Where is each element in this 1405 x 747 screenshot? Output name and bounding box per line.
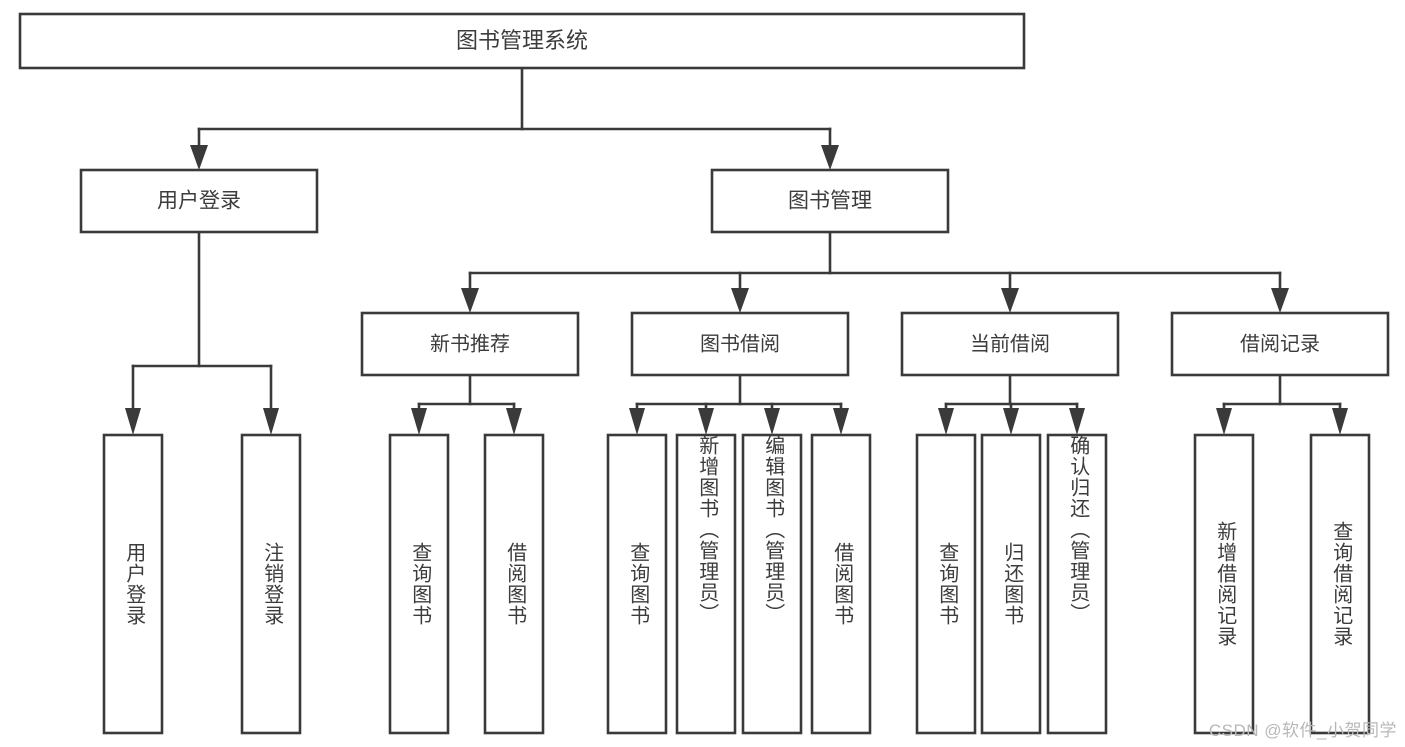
leaf-box-user-login-1[interactable] bbox=[102, 433, 164, 735]
leaf-box-book-borrow-2[interactable] bbox=[675, 433, 737, 735]
node-book-manage[interactable]: 图书管理 bbox=[710, 168, 950, 234]
node-book-borrow[interactable]: 图书借阅 bbox=[630, 311, 850, 377]
arrow-head-book-manage bbox=[821, 145, 839, 170]
leaf-box-current-borrow-2[interactable] bbox=[980, 433, 1042, 735]
leaf-box-book-borrow-3[interactable] bbox=[741, 433, 803, 735]
node-root-box[interactable] bbox=[18, 12, 1026, 70]
arrow-head-new-book bbox=[461, 288, 479, 313]
leaf-box-new-book-2[interactable] bbox=[483, 433, 545, 735]
connector-currentborrow-to-leaves bbox=[938, 373, 1085, 435]
connector-bookmanage-to-level3 bbox=[461, 230, 1289, 313]
leaf-box-book-borrow-4[interactable] bbox=[810, 433, 872, 735]
connector-newbook-to-leaves bbox=[411, 373, 522, 435]
node-user-login-label: 用户登录 bbox=[157, 190, 241, 213]
node-borrow-record-box[interactable] bbox=[1170, 311, 1390, 377]
arrow-head-newbook-leaf-2 bbox=[506, 408, 522, 435]
arrow-head-book-borrow bbox=[731, 288, 749, 313]
node-borrow-record-label: 借阅记录 bbox=[1240, 332, 1320, 355]
node-root-label: 图书管理系统 bbox=[456, 28, 588, 53]
leaf-box-new-book-1[interactable] bbox=[388, 433, 450, 735]
node-borrow-record[interactable]: 借阅记录 bbox=[1170, 311, 1390, 377]
node-new-book-recommend-box[interactable] bbox=[360, 311, 580, 377]
arrow-head-borrowrecord-leaf-2 bbox=[1332, 408, 1348, 435]
leaf-box-borrow-record-1[interactable] bbox=[1193, 433, 1255, 735]
arrow-head-bookborrow-leaf-2 bbox=[698, 408, 714, 435]
node-current-borrow[interactable]: 当前借阅 bbox=[900, 311, 1120, 377]
arrow-head-current-borrow bbox=[1001, 288, 1019, 313]
node-new-book-recommend-label: 新书推荐 bbox=[430, 332, 510, 355]
arrow-head-leaf-user-login bbox=[125, 408, 141, 435]
node-user-login[interactable]: 用户登录 bbox=[79, 168, 319, 234]
node-book-borrow-box[interactable] bbox=[630, 311, 850, 377]
leaf-box-borrow-record-2[interactable] bbox=[1309, 433, 1371, 735]
arrow-head-currentborrow-leaf-3 bbox=[1069, 408, 1085, 435]
arrow-head-currentborrow-leaf-1 bbox=[938, 408, 954, 435]
connector-userlogin-to-leaves bbox=[125, 230, 279, 435]
arrow-head-bookborrow-leaf-1 bbox=[629, 408, 645, 435]
node-current-borrow-label: 当前借阅 bbox=[970, 332, 1050, 355]
node-user-login-box[interactable] bbox=[79, 168, 319, 234]
arrow-head-newbook-leaf-1 bbox=[411, 408, 427, 435]
arrow-head-user-login bbox=[190, 145, 208, 170]
leaf-box-current-borrow-3[interactable] bbox=[1046, 433, 1108, 735]
node-book-manage-box[interactable] bbox=[710, 168, 950, 234]
arrow-head-bookborrow-leaf-4 bbox=[833, 408, 849, 435]
arrow-head-borrow-record bbox=[1271, 288, 1289, 313]
node-root[interactable]: 图书管理系统 bbox=[18, 12, 1026, 70]
arrow-head-bookborrow-leaf-3 bbox=[764, 408, 780, 435]
arrow-head-borrowrecord-leaf-1 bbox=[1216, 408, 1232, 435]
arrow-head-leaf-logout bbox=[263, 408, 279, 435]
leaf-box-current-borrow-1[interactable] bbox=[915, 433, 977, 735]
connector-bookborrow-to-leaves bbox=[629, 373, 849, 435]
leaf-box-book-borrow-1[interactable] bbox=[606, 433, 668, 735]
arrow-head-currentborrow-leaf-2 bbox=[1003, 408, 1019, 435]
node-book-borrow-label: 图书借阅 bbox=[700, 332, 780, 355]
node-new-book-recommend[interactable]: 新书推荐 bbox=[360, 311, 580, 377]
node-current-borrow-box[interactable] bbox=[900, 311, 1120, 377]
connector-root-to-level2 bbox=[190, 66, 839, 170]
leaf-box-user-login-2[interactable] bbox=[240, 433, 302, 735]
node-book-manage-label: 图书管理 bbox=[788, 190, 872, 213]
csdn-watermark: CSDN @软件_小贺同学 bbox=[1208, 721, 1397, 740]
connector-borrowrecord-to-leaves bbox=[1216, 373, 1348, 435]
